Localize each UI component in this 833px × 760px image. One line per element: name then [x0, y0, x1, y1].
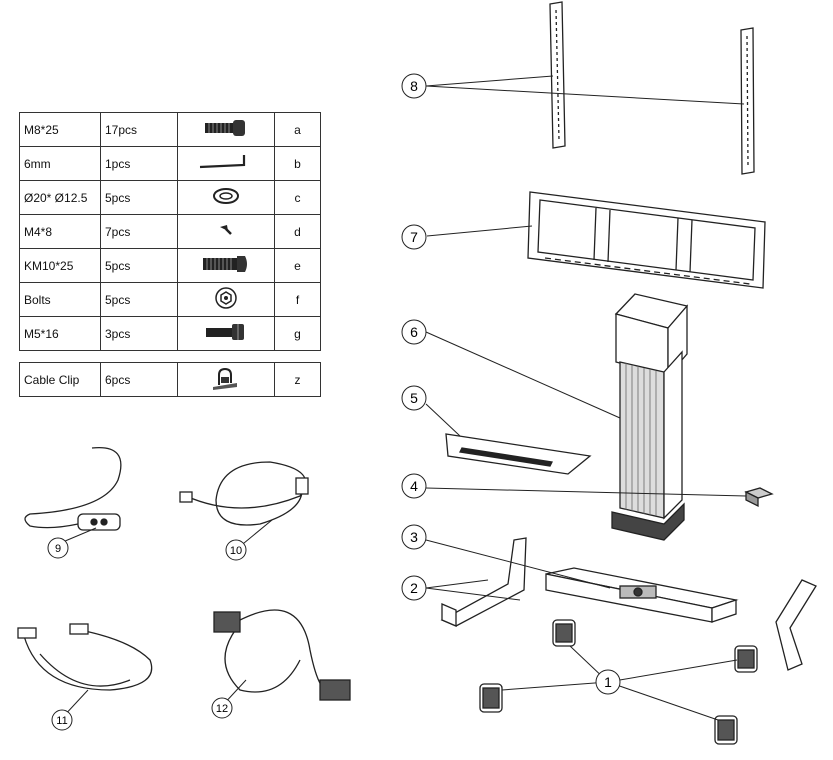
part-code: g [274, 316, 321, 351]
small-bracket [744, 487, 774, 508]
svg-text:9: 9 [55, 543, 61, 555]
part-qty: 5pcs [100, 180, 178, 215]
callout-5: 5 [401, 385, 427, 411]
vesa-bracket-right [740, 27, 755, 175]
caster-wheel [479, 683, 503, 713]
part-qty: 5pcs [100, 282, 178, 317]
leader-lines [57, 75, 747, 721]
callout-4: 4 [401, 473, 427, 499]
svg-text:10: 10 [230, 545, 242, 557]
callout-8: 8 [401, 73, 427, 99]
leg-right [775, 579, 817, 671]
bolt-icon [177, 316, 275, 351]
hand-controller [24, 446, 122, 531]
part-code: e [274, 248, 321, 283]
part-code: a [274, 112, 321, 147]
callout-6: 6 [401, 319, 427, 345]
mounting-frame [527, 191, 766, 289]
table-row: M5*16 3pcs g [19, 316, 321, 351]
lift-column [611, 293, 689, 541]
svg-text:6: 6 [410, 324, 418, 340]
allen-key-icon [177, 146, 275, 181]
svg-text:8: 8 [410, 78, 418, 94]
callout-1: 1 [595, 669, 621, 695]
part-code: d [274, 214, 321, 249]
svg-text:7: 7 [410, 229, 418, 245]
hardware-table: M8*25 17pcs a 6mm 1pcs b Ø20* Ø12.5 5pcs… [19, 112, 321, 351]
usb-cable [17, 623, 153, 691]
part-qty: 6pcs [100, 362, 178, 397]
cable-clip-table: Cable Clip 6pcs z [19, 362, 321, 397]
part-name: M5*16 [19, 316, 101, 351]
part-qty: 3pcs [100, 316, 178, 351]
bolt-icon [177, 248, 275, 283]
part-name: Bolts [19, 282, 101, 317]
callout-2: 2 [401, 575, 427, 601]
part-qty: 1pcs [100, 146, 178, 181]
part-name: Ø20* Ø12.5 [19, 180, 101, 215]
table-row: KM10*25 5pcs e [19, 248, 321, 283]
caster-wheel [552, 619, 576, 647]
part-code: f [274, 282, 321, 317]
callout-7: 7 [401, 224, 427, 250]
svg-text:1: 1 [604, 674, 612, 690]
svg-text:5: 5 [410, 390, 418, 406]
part-qty: 7pcs [100, 214, 178, 249]
part-code: c [274, 180, 321, 215]
svg-text:2: 2 [410, 580, 418, 596]
svg-text:4: 4 [410, 478, 418, 494]
table-row: Cable Clip 6pcs z [19, 362, 321, 397]
callout-12: 12 [211, 697, 233, 719]
callout-3: 3 [401, 524, 427, 550]
caster-wheel [734, 645, 758, 673]
vesa-bracket-left [549, 1, 566, 149]
shelf [445, 433, 592, 475]
part-name: 6mm [19, 146, 101, 181]
leg-left [440, 537, 527, 627]
part-code: b [274, 146, 321, 181]
part-name: Cable Clip [19, 362, 101, 397]
power-cable [179, 461, 309, 526]
table-row: 6mm 1pcs b [19, 146, 321, 181]
callout-9: 9 [47, 537, 69, 559]
table-row: M8*25 17pcs a [19, 112, 321, 147]
part-code: z [274, 362, 321, 397]
callout-11: 11 [51, 709, 73, 731]
part-qty: 17pcs [100, 112, 178, 147]
part-name: KM10*25 [19, 248, 101, 283]
svg-text:3: 3 [410, 529, 418, 545]
table-row: Ø20* Ø12.5 5pcs c [19, 180, 321, 215]
part-qty: 5pcs [100, 248, 178, 283]
caster-wheel [714, 715, 738, 745]
callout-10: 10 [225, 539, 247, 561]
base-beam [545, 567, 739, 623]
part-name: M8*25 [19, 112, 101, 147]
power-cord [213, 609, 351, 701]
svg-text:11: 11 [56, 715, 67, 727]
part-name: M4*8 [19, 214, 101, 249]
svg-text:12: 12 [216, 703, 228, 715]
